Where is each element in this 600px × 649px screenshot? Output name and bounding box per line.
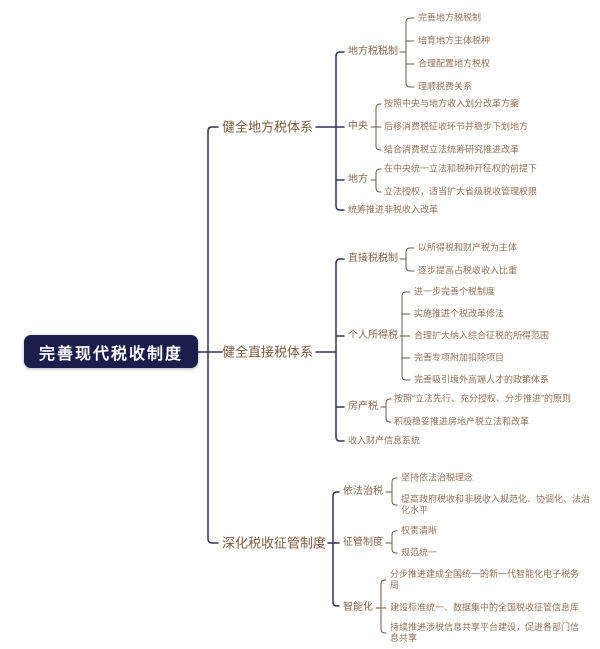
leaf-node[interactable]: 按照中央与地方收入划分改革方案 [384,98,520,109]
leaf-node[interactable]: 以所得税和财产税为主体 [418,242,518,253]
node-local-tax-structure[interactable]: 地方税税制 [348,46,398,57]
node-nontax-revenue-reform[interactable]: 统筹推进非税收入改革 [348,204,439,215]
connector-branch1-bracket [335,51,345,211]
connector-branch2-bracket [335,258,345,442]
leaf-node[interactable]: 立法授权，适当扩大省级税收管理权限 [384,186,538,197]
node-collection-system[interactable]: 征管制度 [343,537,383,548]
leaf-node[interactable]: 提高政府税收和非税收入规范化、协调化、法治化水平 [401,494,591,515]
root-node-label: 完善现代税收制度 [38,345,183,363]
connector-localtax-bracket [405,17,415,88]
leaf-node[interactable]: 规范统一 [401,547,438,558]
connector-collection-bracket [391,530,398,554]
connector-pit-bracket [401,291,411,381]
leaf-node[interactable]: 持续推进涉税信息共享平台建设，促进各部门信息共享 [390,622,580,643]
leaf-node[interactable]: 培育地方主体税种 [418,35,491,46]
branch-tax-administration[interactable]: 深化税收征管制度 [222,535,327,551]
leaf-node[interactable]: 积极稳妥推进房地产税立法和改革 [394,416,530,427]
branch-local-tax-system[interactable]: 健全地方税体系 [222,119,314,135]
node-central[interactable]: 中央 [348,121,368,132]
connector-trunk [207,126,219,544]
leaf-node[interactable]: 完善吸引境外高端人才的政策体系 [414,374,550,385]
connector-local-bracket [375,168,382,193]
node-direct-tax-structure[interactable]: 直接税税制 [348,253,398,264]
leaf-node[interactable]: 在中央统一立法和税种开征权的前提下 [384,163,538,174]
connector-smart-bracket [380,579,387,634]
leaf-node[interactable]: 权责清晰 [401,525,438,536]
connector-central-bracket [375,103,382,151]
connector-branch3-bracket [332,491,340,607]
node-local[interactable]: 地方 [348,174,368,185]
node-intelligentization[interactable]: 智能化 [343,602,373,613]
node-personal-income-tax[interactable]: 个人所得税 [348,330,398,341]
node-law-based-taxation[interactable]: 依法治税 [343,486,383,497]
branch-direct-tax-system[interactable]: 健全直接税体系 [222,344,314,360]
leaf-node[interactable]: 分步推进建成全国统一的新一代智能化电子税务局 [390,569,580,590]
connector-propertytax-bracket [385,398,392,423]
root-node[interactable]: 完善现代税收制度 [24,335,198,368]
leaf-node[interactable]: 逐步提高占税收收入比重 [418,265,518,276]
leaf-node[interactable]: 完善地方税税制 [418,12,482,23]
connector-directtax-bracket [405,247,415,272]
leaf-node[interactable]: 理顺税费关系 [418,81,473,92]
node-property-tax[interactable]: 房产税 [348,401,378,412]
connector-lawtax-bracket [391,477,398,506]
leaf-node[interactable]: 后移消费税征收环节并稳步下划地方 [384,121,529,132]
leaf-node[interactable]: 坚持依法治税理念 [401,472,474,483]
leaf-node[interactable]: 进一步完善个税制度 [414,286,496,297]
leaf-node[interactable]: 按照“立法先行、充分授权、分步推进”的原则 [394,393,571,404]
leaf-node[interactable]: 实施推进个税改革修法 [414,308,505,319]
node-income-property-info-system[interactable]: 收入财产信息系统 [348,435,421,446]
leaf-node[interactable]: 建设标准统一、数据集中的全国税收征管信息库 [390,602,580,613]
leaf-node[interactable]: 完善专项附加扣除项目 [414,352,505,363]
leaf-node[interactable]: 合理扩大纳入综合征税的所得范围 [414,330,550,341]
leaf-node[interactable]: 结合消费税立法统筹研究推进改革 [384,144,520,155]
leaf-node[interactable]: 合理配置地方税权 [418,58,491,69]
